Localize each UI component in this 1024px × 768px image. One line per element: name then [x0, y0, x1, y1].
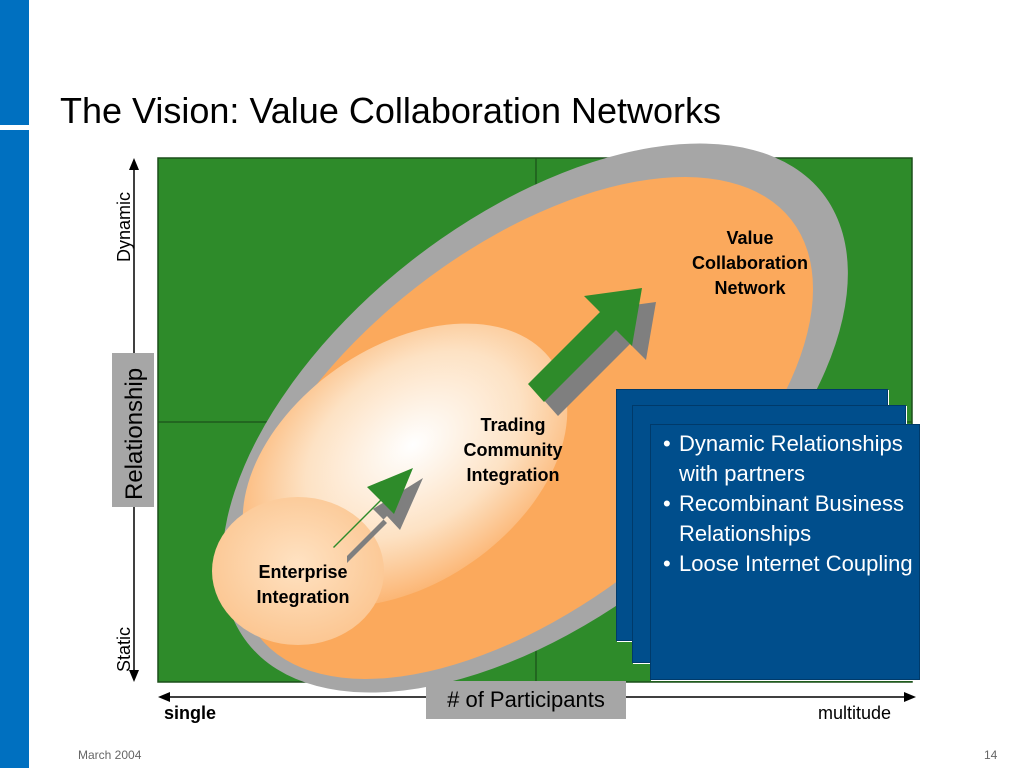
growth-arrow-small [333, 468, 423, 563]
growth-arrow-large [528, 288, 656, 416]
page-number: 14 [984, 748, 998, 762]
bullet-panel-front: Dynamic Relationships with partners Reco… [650, 424, 920, 680]
footer-date: March 2004 [78, 748, 142, 762]
bullet-item: Loose Internet Coupling [651, 549, 919, 579]
slide-title: The Vision: Value Collaboration Networks [60, 90, 722, 131]
enterprise-integration-label: Enterprise Integration [256, 562, 350, 607]
y-axis-top-label: Dynamic [114, 191, 134, 262]
bullet-list: Dynamic Relationships with partners Reco… [651, 429, 919, 579]
x-axis-left-label: single [164, 703, 217, 723]
x-axis-right-label: multitude [818, 703, 892, 723]
participants-label: # of Participants [426, 681, 626, 719]
side-accent-notch [0, 125, 29, 130]
trading-community-label: Trading Community Integration [463, 415, 563, 485]
y-axis-bottom-label: Static [114, 626, 134, 672]
enterprise-ellipse [212, 497, 384, 645]
bullet-item: Dynamic Relationships with partners [651, 429, 919, 489]
relationship-label: Relationship [121, 367, 148, 500]
relationship-label-box [112, 353, 154, 507]
bullet-item: Recombinant Business Relationships [651, 489, 919, 549]
value-collaboration-network-label: Value Collaboration Network [692, 228, 808, 298]
